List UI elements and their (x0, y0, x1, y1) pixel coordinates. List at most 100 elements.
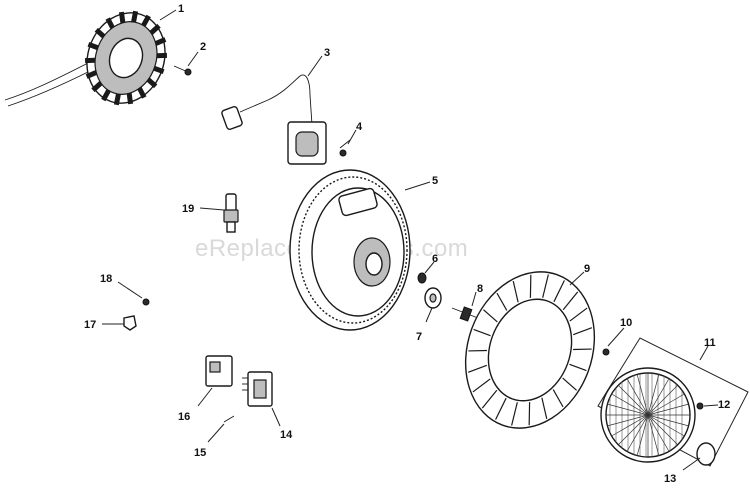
fan-blade (495, 397, 507, 420)
callout-3: 3 (324, 47, 330, 59)
fan-blade (562, 291, 579, 311)
part-4-screw[interactable] (339, 139, 351, 157)
stator-tooth (118, 11, 126, 24)
stator-teeth (84, 10, 168, 106)
mesh-spoke (618, 385, 649, 416)
callout-12: 12 (718, 399, 730, 411)
fan-blade (467, 364, 488, 373)
part-16-regulator[interactable] (205, 355, 233, 387)
stator-tooth (84, 57, 96, 64)
callout-19: 19 (182, 203, 194, 215)
part-3-ignition-module[interactable] (221, 74, 327, 165)
stator-tooth (141, 14, 151, 27)
fan-blade (468, 349, 487, 352)
screen-mesh (606, 373, 690, 457)
stator-tooth (101, 89, 111, 102)
fan-blade (481, 389, 498, 409)
part-18-screw[interactable] (142, 298, 150, 306)
fan-blade (553, 280, 565, 303)
stator-tooth (113, 93, 121, 106)
mesh-spoke (647, 414, 685, 437)
fan-blade (552, 389, 564, 408)
mesh-spoke (647, 374, 660, 416)
mesh-spoke (607, 403, 649, 416)
fan-blade (562, 377, 577, 391)
callout-7: 7 (416, 331, 422, 343)
stator-tooth (146, 77, 158, 89)
part-10-screw[interactable] (602, 348, 610, 356)
callout-17: 17 (84, 319, 96, 331)
part-17-clip[interactable] (123, 315, 137, 331)
leader-lines (102, 9, 719, 471)
mesh-spoke (647, 414, 660, 456)
mesh-spoke (611, 393, 649, 416)
fan-blade (512, 281, 519, 303)
part-13-ring[interactable] (696, 442, 716, 466)
stator-tooth (156, 52, 168, 59)
callout-10: 10 (620, 317, 632, 329)
stator-tooth (126, 92, 134, 105)
part-9-fan[interactable] (444, 254, 615, 447)
part-11-grass-screen[interactable] (597, 337, 749, 467)
callout-6: 6 (432, 253, 438, 265)
mesh-spoke (607, 414, 649, 427)
fan-blade (473, 328, 491, 337)
mesh-spoke (647, 403, 689, 416)
stator-tooth (105, 17, 115, 29)
callout-8: 8 (477, 283, 483, 295)
callout-labels: 1 2 3 4 5 6 7 8 9 10 11 12 13 14 15 16 1… (84, 3, 730, 485)
callout-5: 5 (432, 175, 438, 187)
mesh-spoke (647, 385, 678, 416)
mesh-spoke (647, 414, 678, 445)
fan-blades (467, 274, 593, 426)
callout-4: 4 (356, 121, 363, 133)
fan-blade (569, 363, 587, 372)
mesh-spoke (626, 414, 649, 452)
fan-blade (483, 309, 498, 323)
fan-blade (541, 397, 548, 419)
part-1-stator[interactable] (4, 2, 177, 114)
callout-13: 13 (664, 473, 676, 485)
mesh-spoke (647, 378, 670, 416)
mesh-spoke (647, 414, 689, 427)
mesh-spoke (636, 374, 649, 416)
part-7-washer[interactable] (424, 287, 442, 309)
mesh-spoke (647, 414, 670, 452)
callout-14: 14 (280, 429, 293, 441)
callout-2: 2 (200, 41, 206, 53)
mesh-spoke (626, 378, 649, 416)
mesh-spoke (636, 414, 649, 456)
stator-tooth (94, 27, 106, 39)
fan-blade (572, 327, 593, 336)
callout-11: 11 (704, 337, 716, 349)
stator-tooth (85, 70, 98, 79)
fan-blade (529, 274, 532, 298)
part-15-screw[interactable] (223, 415, 235, 423)
part-8-bolt[interactable] (451, 306, 479, 322)
part-19-spark-plug[interactable] (223, 193, 239, 233)
part-6-key[interactable] (417, 272, 427, 284)
mesh-spoke (618, 414, 649, 445)
fan-blade (528, 402, 531, 426)
stator-tooth (87, 41, 99, 51)
stator-tooth (149, 23, 161, 35)
part-12-screw[interactable] (696, 402, 704, 410)
callout-16: 16 (178, 411, 190, 423)
part-2-screw[interactable] (173, 65, 192, 76)
mesh-spoke (647, 393, 685, 416)
fan-blade (573, 348, 592, 351)
stator-tooth (153, 65, 165, 75)
part-5-flywheel[interactable] (289, 169, 411, 331)
part-14-rectifier[interactable] (242, 371, 273, 407)
fan-blade (496, 292, 508, 311)
stator-tooth (154, 37, 167, 46)
stator-tooth (131, 10, 139, 23)
callout-15: 15 (194, 447, 206, 459)
callout-18: 18 (100, 273, 112, 285)
stator-tooth (91, 81, 103, 93)
callout-1: 1 (178, 3, 184, 15)
callout-9: 9 (584, 263, 590, 275)
stator-tooth (137, 87, 147, 99)
fan-blade (472, 378, 491, 393)
